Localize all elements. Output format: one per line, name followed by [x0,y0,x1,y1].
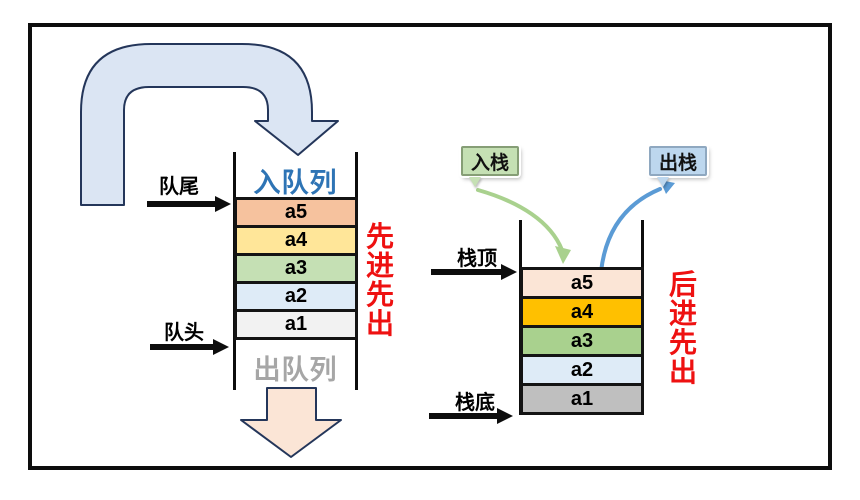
queue-cell-a1: a1 [234,309,358,340]
queue-cell-a5: a5 [234,197,358,228]
stack-cell-a2: a2 [520,354,644,386]
stack-top-label: 栈顶 [457,248,497,270]
stack-cell-a1: a1 [520,383,644,415]
lifo-principle-label: 后进先出 [668,269,697,387]
stack-cells: a5 a4 a3 a2 a1 [520,267,644,415]
fifo-principle-label: 先进先出 [365,221,394,339]
queue-tail-label: 队尾 [159,176,199,198]
queue-cell-a4: a4 [234,225,358,256]
queue-cells: a5 a4 a3 a2 a1 [234,197,358,340]
pop-callout-tail-icon [657,177,669,187]
pop-callout: 出栈 [649,146,707,176]
stack-cell-a3: a3 [520,325,644,357]
queue-head-label: 队头 [164,322,204,344]
enqueue-title: 入队列 [253,168,338,198]
outer-border [28,23,832,470]
queue-cell-a3: a3 [234,253,358,284]
stack-cell-a5: a5 [520,267,644,299]
stack-bottom-label: 栈底 [455,392,495,414]
push-callout: 入栈 [461,146,519,176]
dequeue-title: 出队列 [253,355,338,385]
stack-cell-a4: a4 [520,296,644,328]
queue-cell-a2: a2 [234,281,358,312]
push-callout-tail-icon [469,177,481,187]
